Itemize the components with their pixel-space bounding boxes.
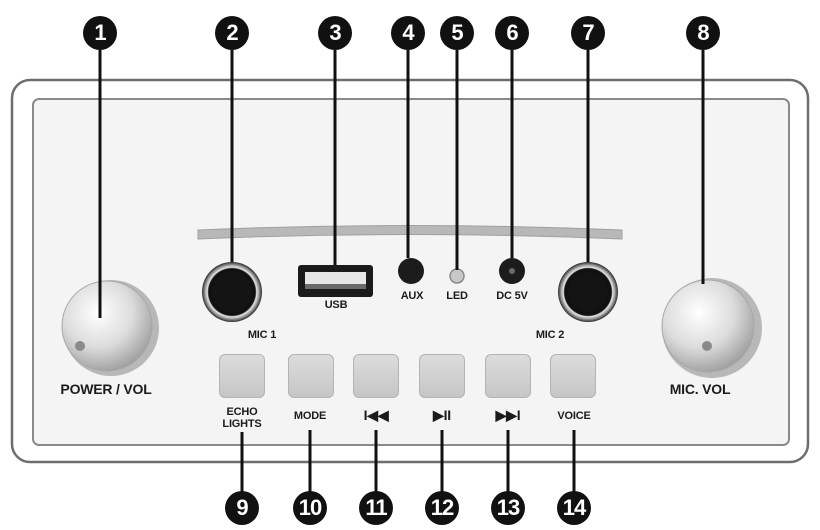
callout-13: 13	[491, 491, 525, 525]
voice-label: VOICE	[557, 410, 591, 422]
voice-button[interactable]	[550, 354, 596, 398]
callout-7: 7	[571, 16, 605, 50]
leader-14	[572, 430, 576, 498]
leader-9	[240, 432, 244, 498]
power-vol-knob-shape	[61, 280, 159, 376]
next-label: ▶▶I	[495, 407, 521, 423]
mic2-label: MIC 2	[535, 329, 565, 341]
mode-button[interactable]	[288, 354, 334, 398]
led-shape	[449, 268, 465, 284]
top-strip	[197, 225, 623, 240]
echo-label-text: ECHO	[226, 406, 258, 418]
aux-label: AUX	[400, 290, 424, 302]
mic1-jack-shape	[202, 262, 262, 322]
usb-port-shape	[298, 265, 373, 297]
mic-vol-knob-shape	[661, 278, 762, 378]
callout-14: 14	[557, 491, 591, 525]
leader-11	[374, 430, 378, 498]
leader-10	[308, 430, 312, 498]
play-pause-label: ▶II	[433, 407, 451, 423]
callout-12: 12	[425, 491, 459, 525]
echo-lights-button[interactable]	[219, 354, 265, 398]
callout-10: 10	[293, 491, 327, 525]
aux-jack-shape	[398, 258, 424, 284]
callout-8: 8	[686, 16, 720, 50]
callout-1: 1	[83, 16, 117, 50]
callout-6: 6	[495, 16, 529, 50]
mic-vol-label: MIC. VOL	[669, 381, 731, 397]
led-label: LED	[446, 290, 468, 302]
leader-12	[440, 430, 444, 498]
usb-label: USB	[324, 299, 348, 311]
mic2-jack-shape	[558, 262, 618, 322]
leader-13	[506, 430, 510, 498]
mic1-label: MIC 1	[247, 329, 277, 341]
lights-label-text: LIGHTS	[222, 418, 262, 430]
callout-11: 11	[359, 491, 393, 525]
callout-3: 3	[318, 16, 352, 50]
mode-label: MODE	[293, 410, 327, 422]
prev-label: I◀◀	[363, 407, 389, 423]
callout-9: 9	[225, 491, 259, 525]
power-vol-label: POWER / VOL	[60, 381, 152, 397]
callout-4: 4	[391, 16, 425, 50]
next-button[interactable]	[485, 354, 531, 398]
prev-button[interactable]	[353, 354, 399, 398]
callout-2: 2	[215, 16, 249, 50]
echo-lights-label: ECHO LIGHTS	[222, 406, 261, 430]
callout-5: 5	[440, 16, 474, 50]
dc5v-label: DC 5V	[496, 290, 528, 302]
top-leader-lines	[98, 50, 705, 318]
play-pause-button[interactable]	[419, 354, 465, 398]
